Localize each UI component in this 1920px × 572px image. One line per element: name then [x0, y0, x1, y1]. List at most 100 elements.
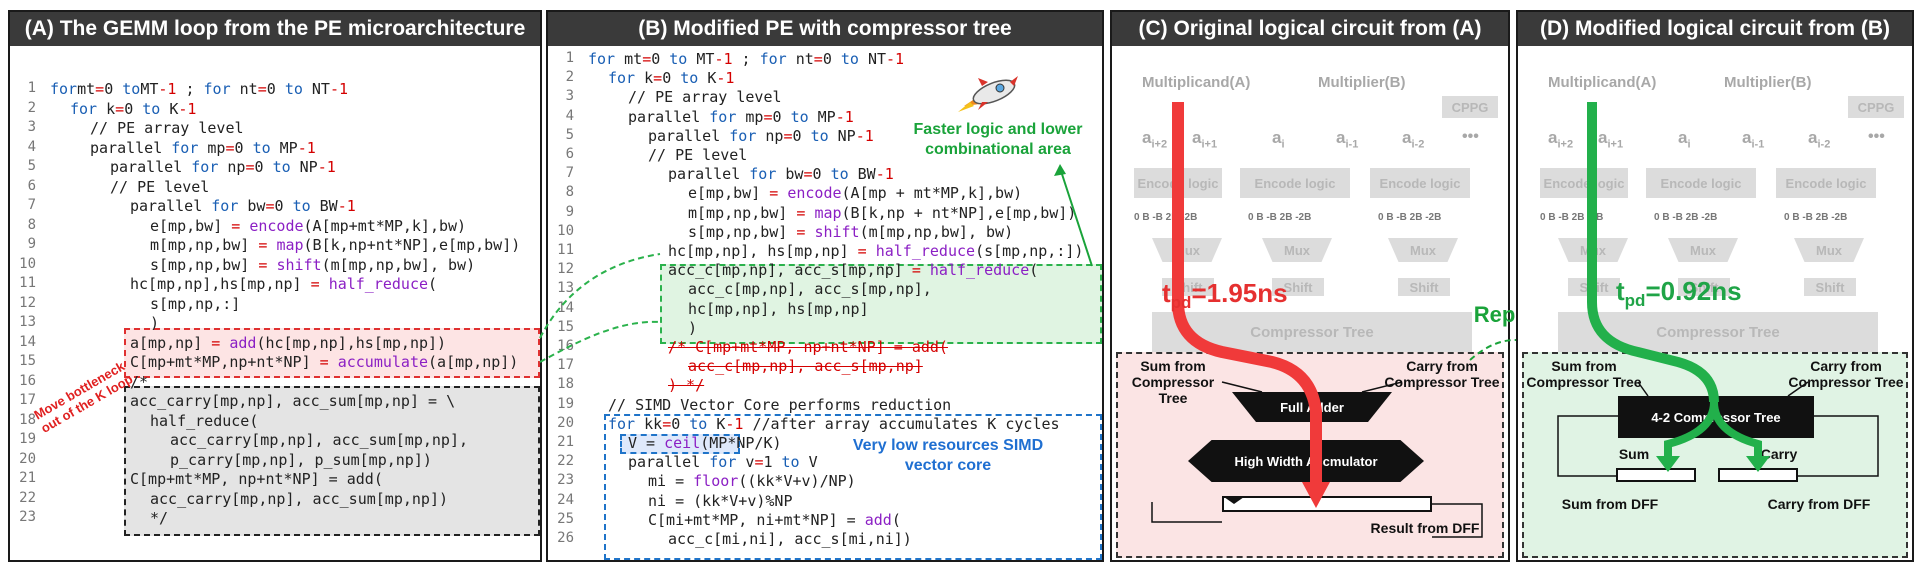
- panel-d-wires: [1557, 381, 1879, 477]
- bit-label: ai-2: [1808, 128, 1830, 150]
- panel-c-wires: [1151, 381, 1483, 538]
- code-token: m[mp,np,bw]: [688, 203, 797, 222]
- code-token: -1: [158, 80, 177, 98]
- code-token: for: [211, 197, 239, 215]
- code-text: for k=0 to K-1: [70, 100, 196, 118]
- code-line: 19 // SIMD Vector Core performs reduction: [548, 396, 1102, 415]
- code-token: =: [225, 138, 235, 157]
- code-text: m[mp,np,bw] = map(B[k,np + nt*NP],e[mp,b…: [688, 204, 1076, 222]
- code-token: C[mi+mt*MP, ni+mt*NP] =: [648, 510, 865, 529]
- code-token: /* C[mp+mt*MP, np+nt*NP] = add(: [668, 338, 948, 356]
- code-text: for mt=0 to MT-1 ; for nt=0 to NT-1: [588, 50, 904, 68]
- code-token: [921, 261, 930, 279]
- code-token: (m[mp,np,bw], bw): [859, 222, 1014, 241]
- line-number: 3: [27, 119, 36, 135]
- code-line: 3// PE array level: [548, 88, 1102, 107]
- shift-d3: Shift: [1804, 278, 1856, 296]
- code-token: 0: [662, 69, 681, 88]
- encode-logic-2: Encode logic: [1240, 168, 1350, 198]
- line-number: 21: [19, 470, 36, 486]
- code-token: [329, 353, 338, 371]
- panel-a-title: (A) The GEMM loop from the PE microarchi…: [10, 12, 540, 46]
- code-token: =: [258, 236, 268, 254]
- code-token: =: [211, 333, 221, 352]
- code-token: [778, 184, 787, 202]
- bit-label: ai: [1678, 128, 1691, 150]
- code-token: [240, 217, 249, 235]
- line-number: 4: [27, 138, 36, 155]
- carry-label: Carry: [1760, 446, 1798, 462]
- encode-logic-d3: Encode logic: [1776, 168, 1876, 198]
- code-token: 0: [234, 138, 253, 157]
- bit-label-sub: i+2: [1557, 138, 1574, 151]
- code-token: nt: [230, 80, 258, 98]
- code-token: shift: [276, 255, 322, 274]
- code-token: (s[mp,np,:]): [975, 242, 1084, 260]
- code-token: s[mp,np,bw]: [150, 255, 259, 274]
- code-text: V = ceil(MP*NP/K): [628, 434, 782, 452]
- code-token: MT: [140, 80, 159, 98]
- code-token: floor: [693, 472, 739, 491]
- ellipsis-dots: •••: [1462, 128, 1479, 145]
- multiplicand-label-d: Multiplicand(A): [1548, 74, 1657, 91]
- line-number: 8: [27, 216, 36, 233]
- code-token: =: [662, 414, 672, 433]
- code-token: parallel: [110, 158, 192, 176]
- code-token: MP: [270, 138, 298, 157]
- pp-values-3: 0 B -B 2B -2B: [1378, 212, 1442, 223]
- code-token: //after array accumulates K cycles: [743, 414, 1060, 433]
- line-number: 15: [557, 318, 574, 335]
- line-number: 13: [19, 314, 36, 330]
- code-token: to: [292, 197, 311, 215]
- line-number: 6: [27, 177, 36, 194]
- code-token: to: [840, 50, 859, 68]
- bit-label: ai+2: [1142, 128, 1167, 150]
- line-number: 17: [557, 357, 574, 374]
- multiplicand-label: Multiplicand(A): [1142, 74, 1251, 91]
- code-token: -1: [855, 126, 874, 145]
- code-token: 0: [266, 80, 285, 98]
- code-token: (: [428, 275, 438, 293]
- line-number: 25: [557, 510, 574, 527]
- code-token: // SIMD Vector Core performs reduction: [608, 395, 952, 414]
- multiplier-label: Multiplier(B): [1318, 74, 1406, 91]
- line-number: 7: [565, 165, 574, 182]
- code-token: -1: [714, 50, 733, 68]
- code-token: for: [749, 165, 777, 184]
- line-number: 19: [557, 395, 574, 412]
- code-token: acc_carry[mp,np], acc_sum[mp,np]): [150, 489, 449, 508]
- rocket-icon: [958, 76, 1018, 112]
- code-text: acc_carry[mp,np], acc_sum[mp,np],: [170, 431, 468, 449]
- panel-a: (A) The GEMM loop from the PE microarchi…: [8, 10, 542, 562]
- code-token: to: [669, 50, 688, 68]
- code-text: ): [150, 314, 159, 332]
- code-token: ): [688, 318, 698, 337]
- code-token: 0: [822, 50, 841, 68]
- bit-label-main: a: [1402, 128, 1412, 147]
- panel-c-title: (C) Original logical circuit from (A): [1112, 12, 1508, 46]
- code-token: =: [754, 453, 764, 472]
- code-token: k: [635, 69, 654, 88]
- code-token: */: [150, 509, 169, 527]
- code-text: C[mi+mt*MP, ni+mt*NP] = add(: [648, 511, 901, 529]
- result-from-dff: Result from DFF: [1370, 520, 1480, 536]
- code-token: (hc[mp,np],hs[mp,np]): [256, 333, 447, 352]
- code-token: -1: [337, 197, 356, 215]
- code-token: =: [803, 165, 813, 184]
- critical-path-c: [1172, 102, 1330, 508]
- code-text: ) */: [668, 376, 704, 394]
- line-number: 8: [565, 184, 574, 201]
- code-text: acc_c[mp,np], acc_s[mp,np]: [688, 357, 923, 375]
- bit-label-main: a: [1678, 128, 1688, 147]
- code-token: add: [229, 333, 257, 352]
- code-token: mp: [736, 107, 764, 126]
- panel-c: (C) Original logical circuit from (A) Mu…: [1110, 10, 1510, 562]
- code-token: -1: [716, 69, 735, 88]
- line-number: 12: [557, 261, 574, 278]
- code-token: 1: [763, 453, 782, 472]
